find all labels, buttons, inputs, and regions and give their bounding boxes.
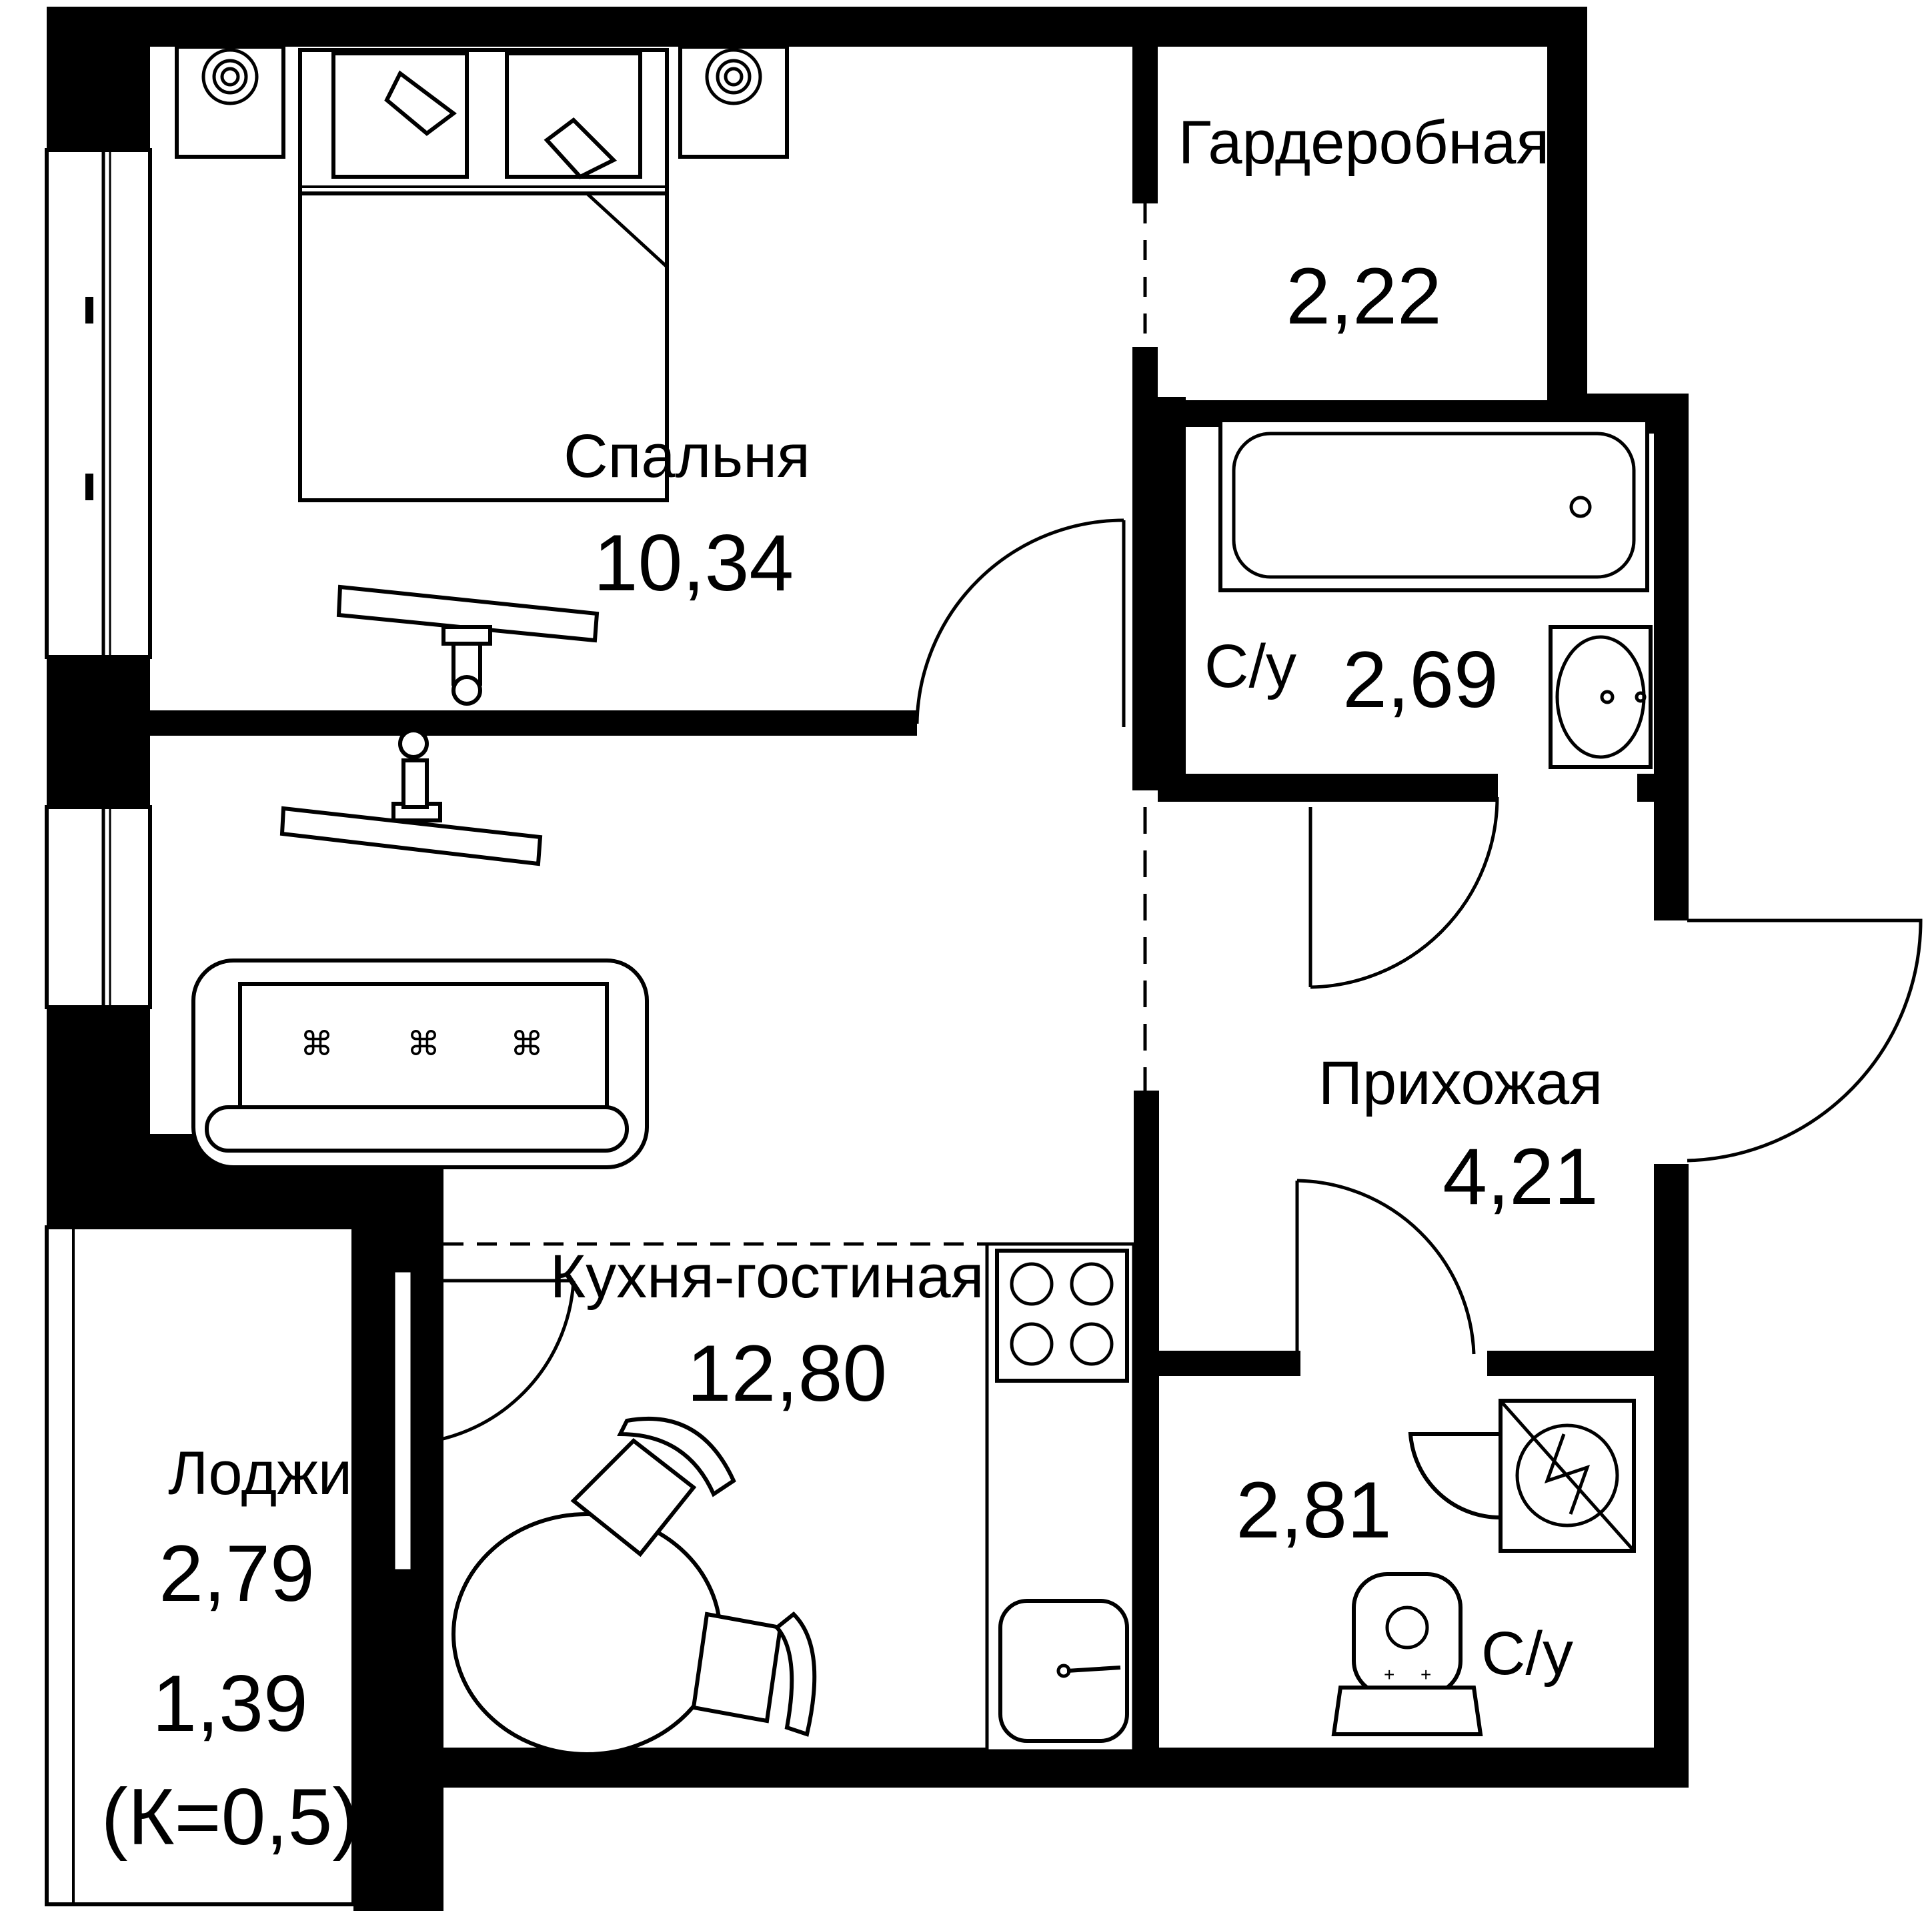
room-kitchen-living: Кухня-гостиная 12,80: [550, 1243, 984, 1418]
room-area-hallway: 4,21: [1442, 1132, 1599, 1221]
toilet: + +: [1331, 1572, 1483, 1736]
room-name-kitchen-living: Кухня-гостиная: [550, 1243, 984, 1311]
water-heater: [1408, 1399, 1636, 1553]
tv-living: [279, 728, 543, 866]
svg-text:⌘: ⌘: [510, 1025, 544, 1063]
svg-text:+: +: [1384, 1664, 1394, 1685]
window-bedroom: [45, 148, 152, 659]
room-reduced-area-loggia: 1,39: [152, 1659, 308, 1748]
room-name-hallway: Прихожая: [1318, 1049, 1603, 1117]
bed: [298, 48, 669, 502]
room-name-bathroom-2: С/у: [1481, 1620, 1573, 1688]
room-area-loggia: 2,79: [159, 1529, 315, 1618]
svg-text:⌘: ⌘: [407, 1025, 440, 1063]
window-loggia: [45, 1225, 355, 1906]
room-area-wardrobe: 2,22: [1286, 251, 1442, 341]
room-bathroom-2: 2,81 С/у: [1236, 1465, 1573, 1688]
room-bathroom-1: С/у 2,69: [1204, 632, 1499, 724]
sofa: ⌘ ⌘ ⌘: [191, 958, 649, 1169]
room-hallway: Прихожая 4,21: [1318, 1049, 1603, 1221]
svg-text:⌘: ⌘: [300, 1025, 333, 1063]
kitchen-counter: [985, 1242, 1136, 1753]
dining-set: [451, 1416, 817, 1756]
nightstand-left: [175, 45, 285, 159]
sink-bath-1: [1549, 625, 1653, 769]
room-name-bedroom: Спальня: [564, 422, 810, 490]
room-wardrobe: Гардеробная 2,22: [1178, 109, 1550, 341]
room-area-kitchen-living: 12,80: [687, 1329, 887, 1418]
room-area-bedroom: 10,34: [594, 518, 794, 608]
room-coefficient-loggia: (К=0,5): [101, 1772, 359, 1862]
room-area-bathroom-1: 2,69: [1342, 635, 1499, 724]
room-name-bathroom-1: С/у: [1204, 632, 1296, 700]
bathtub: [1218, 418, 1649, 592]
tv-bedroom: [336, 584, 600, 706]
window-living: [45, 805, 152, 1009]
svg-text:+: +: [1420, 1664, 1431, 1685]
room-area-bathroom-2: 2,81: [1236, 1465, 1392, 1555]
room-name-loggia: Лоджия: [168, 1439, 385, 1507]
room-loggia: Лоджия 2,79 1,39 (К=0,5): [101, 1439, 385, 1862]
room-bedroom: Спальня 10,34: [564, 422, 810, 608]
room-name-wardrobe: Гардеробная: [1178, 109, 1550, 177]
nightstand-right: [678, 45, 789, 159]
